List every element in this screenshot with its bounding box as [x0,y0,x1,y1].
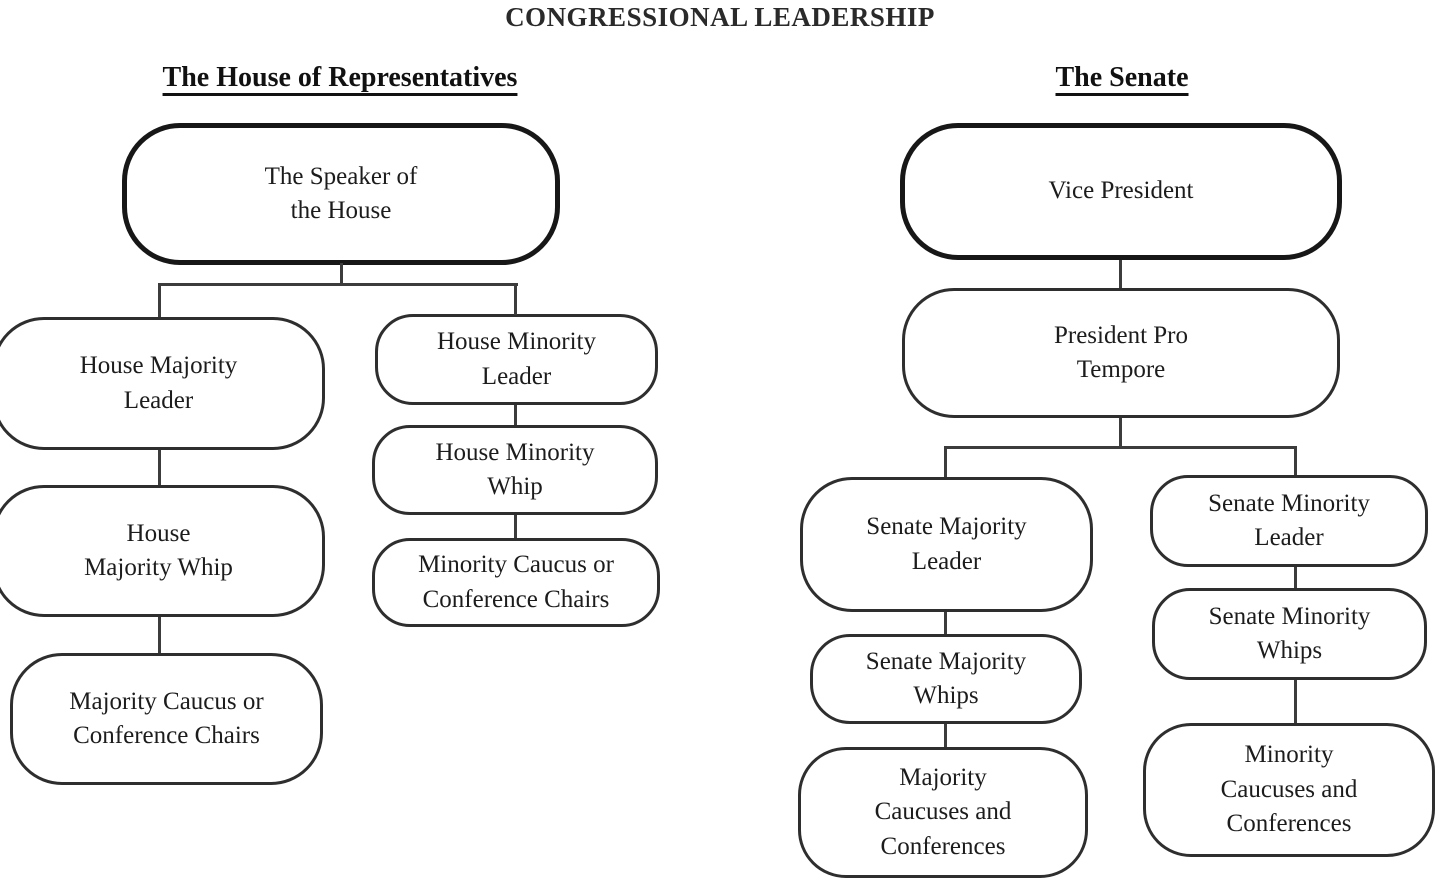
connector-house-branch-horizontal [158,283,518,286]
connector-senate-minority-whips-to-caucuses [1294,680,1297,723]
node-label-line: Majority Caucus or [69,687,264,715]
connector-house-majority-leader-to-whip [158,450,161,485]
node-label-line: Conferences [880,832,1006,860]
node-label-line: Conferences [1226,810,1352,838]
connector-senate-majority-leader-to-whips [944,612,947,634]
node-label-line: Whip [487,473,543,500]
connector-house-minority-whip-to-caucus [514,515,517,538]
node-label-line: House Minority [436,328,597,355]
node-majority-caucuses-and-conferences: Majority Caucuses and Conferences [798,747,1088,878]
senate-section-heading: The Senate [1055,62,1189,93]
node-speaker-of-the-house: The Speaker of the House [122,123,560,265]
node-minority-caucus-or-conference-chairs: Minority Caucus or Conference Chairs [372,538,660,627]
node-label-line: Caucuses and [1220,775,1358,803]
connector-house-majority-whip-to-caucus [158,617,161,653]
node-label-line: President Pro [1053,321,1189,349]
node-label-line: Whips [913,682,979,709]
node-label-line: Conference Chairs [73,722,260,749]
connector-pro-tempore-stem [1119,418,1122,446]
node-house-minority-whip: House Minority Whip [372,425,658,515]
node-label-line: Minority Caucus or [418,551,614,578]
node-label-line: House [126,519,191,547]
connector-house-minority-leader-to-whip [514,405,517,425]
node-label-line: Tempore [1076,356,1166,383]
node-label-line: Senate Minority [1208,602,1371,630]
connector-senate-majority-whips-to-caucuses [944,724,947,747]
node-label-line: Senate Minority [1208,489,1370,517]
node-vice-president: Vice President [900,123,1342,260]
node-label-line: Leader [123,386,194,414]
node-label-line: The Speaker of [264,162,418,190]
connector-to-house-minority-leader [514,283,517,315]
node-label-line: Caucuses and [874,798,1012,826]
node-house-minority-leader: House Minority Leader [375,314,658,405]
node-label-line: Leader [911,547,982,575]
node-label-line: Whips [1256,637,1323,664]
diagram-title: CONGRESSIONAL LEADERSHIP [505,2,935,32]
node-label-line: Senate Majority [866,513,1027,540]
connector-to-senate-majority-leader [944,446,947,477]
node-senate-minority-whips: Senate Minority Whips [1152,588,1427,680]
node-label-line: Minority [1244,741,1334,769]
node-label-line: Majority [899,763,987,791]
node-label-line: Senate Majority [865,647,1027,675]
connector-speaker-stem [340,263,343,284]
node-label-line: Leader [1254,524,1324,551]
node-label-line: Conference Chairs [422,585,610,613]
node-label-line: Majority Whip [84,554,233,581]
connector-to-senate-minority-leader [1294,446,1297,475]
node-senate-majority-whips: Senate Majority Whips [810,634,1082,724]
node-minority-caucuses-and-conferences: Minority Caucuses and Conferences [1143,723,1435,857]
node-president-pro-tempore: President Pro Tempore [902,288,1340,418]
node-label-line: Leader [481,362,552,390]
connector-senate-branch-horizontal [944,446,1297,449]
node-label-line: the House [290,197,392,224]
node-label-line: Vice President [1048,177,1194,205]
node-house-majority-leader: House Majority Leader [0,317,325,450]
node-label-line: House Majority [79,352,238,379]
connector-to-house-majority-leader [158,283,161,317]
node-senate-minority-leader: Senate Minority Leader [1150,475,1428,567]
node-house-majority-whip: House Majority Whip [0,485,325,617]
house-section-heading: The House of Representatives [162,62,518,93]
node-majority-caucus-or-conference-chairs: Majority Caucus or Conference Chairs [10,653,323,785]
connector-vice-president-to-pro-tempore [1119,260,1122,288]
node-label-line: House Minority [435,438,595,466]
node-senate-majority-leader: Senate Majority Leader [800,477,1093,612]
connector-senate-minority-leader-to-whips [1294,567,1297,588]
